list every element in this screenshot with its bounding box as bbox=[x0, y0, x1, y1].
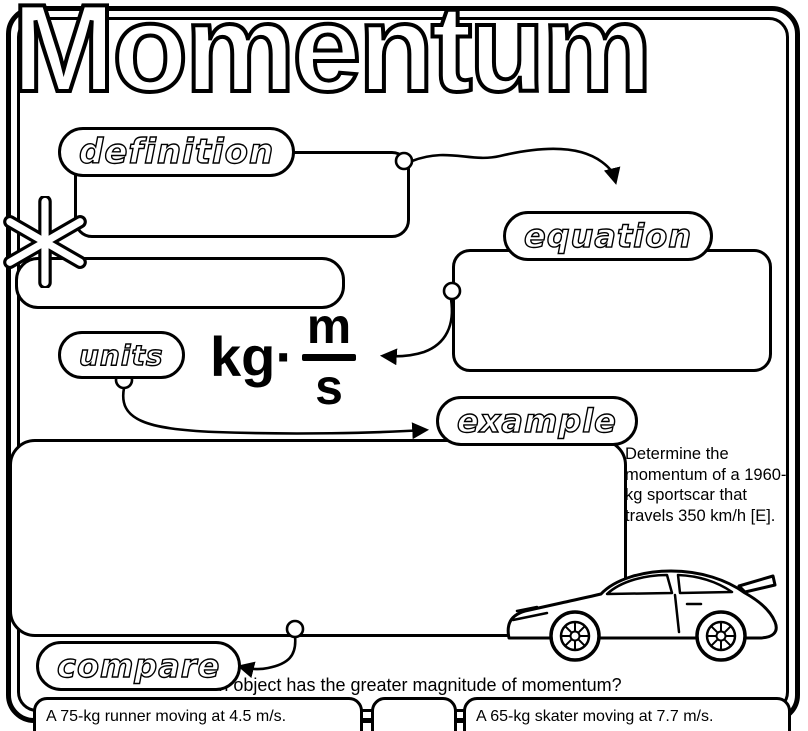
units-kg: kg· bbox=[210, 325, 294, 388]
equation-label: equation bbox=[503, 211, 714, 261]
units-fraction: m s bbox=[302, 298, 356, 415]
car-front-wheel bbox=[549, 610, 601, 662]
compare-option-b-text: A 65-kg skater moving at 7.7 m/s. bbox=[476, 708, 714, 725]
units-label-text: units bbox=[78, 338, 164, 372]
sportscar-illustration bbox=[506, 569, 778, 662]
definition-label: definition bbox=[58, 127, 296, 177]
equation-label-text: equation bbox=[523, 216, 693, 255]
units-denominator: s bbox=[315, 358, 343, 415]
car-rear-window bbox=[676, 573, 734, 595]
asterisk-answer-box[interactable] bbox=[15, 257, 345, 309]
example-problem-text: Determine the momentum of a 1960-kg spor… bbox=[625, 445, 787, 525]
example-label-text: example bbox=[456, 401, 617, 440]
units-numerator: m bbox=[306, 298, 352, 354]
compare-option-b-box[interactable]: A 65-kg skater moving at 7.7 m/s. bbox=[463, 697, 791, 731]
units-value: kg· m s bbox=[210, 298, 356, 415]
compare-option-a-text: A 75-kg runner moving at 4.5 m/s. bbox=[46, 708, 287, 725]
compare-label-text: compare bbox=[56, 646, 221, 685]
compare-question: Which object has the greater magnitude o… bbox=[178, 675, 622, 695]
equation-answer-box[interactable] bbox=[452, 249, 772, 372]
units-label: units bbox=[58, 331, 185, 379]
asterisk-icon bbox=[3, 196, 87, 288]
car-front-window bbox=[605, 573, 674, 596]
compare-option-a-box[interactable]: A 75-kg runner moving at 4.5 m/s. bbox=[33, 697, 363, 731]
fraction-bar bbox=[302, 353, 356, 361]
car-spoiler bbox=[737, 574, 777, 594]
example-answer-box[interactable] bbox=[9, 439, 627, 637]
example-label: example bbox=[436, 396, 638, 446]
compare-middle-box[interactable] bbox=[371, 697, 457, 731]
page-title: Momentum bbox=[10, 0, 654, 118]
definition-label-text: definition bbox=[78, 131, 275, 172]
compare-label: compare bbox=[36, 641, 242, 691]
car-rear-wheel bbox=[695, 610, 747, 662]
